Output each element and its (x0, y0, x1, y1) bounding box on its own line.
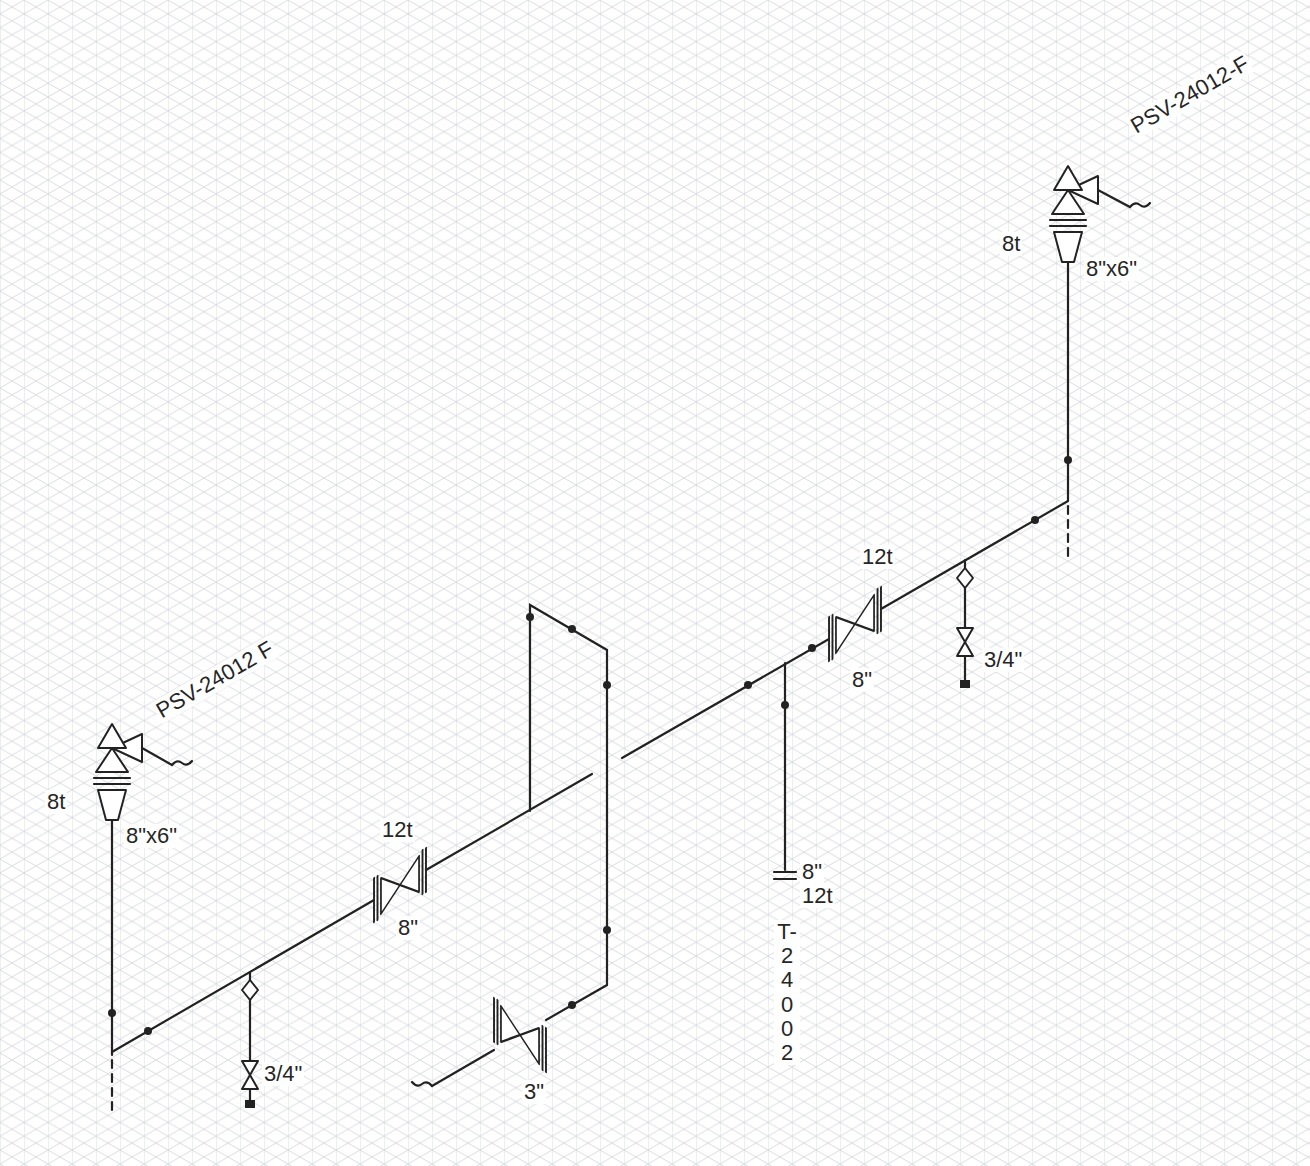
drain-valve (242, 1061, 258, 1075)
size-label: 8"x6" (124, 824, 179, 848)
weld-dot (568, 625, 576, 633)
pipe-branch (432, 1050, 494, 1086)
drain-cap (245, 1100, 255, 1108)
valve-body (855, 595, 874, 642)
weld-dot (568, 1001, 576, 1009)
pipe-run (426, 774, 592, 870)
valve-flange (374, 848, 426, 922)
drain-valve (957, 642, 973, 656)
weld-dot (108, 1009, 116, 1017)
size-label: 8"x6" (1084, 257, 1139, 281)
size-label: 8" (850, 668, 874, 692)
psv-bonnet (98, 724, 126, 748)
size-label: 3" (522, 1080, 546, 1104)
continuation-mark (412, 1082, 432, 1086)
reducer-symbol (1054, 232, 1082, 262)
equipment-tag: T-24002 (774, 920, 800, 1065)
valve-body (501, 1006, 520, 1053)
pipe-run (881, 501, 1068, 609)
pipe-run (622, 639, 829, 758)
weld-dot (1031, 516, 1039, 524)
weld-dot (144, 1027, 152, 1035)
weld-dot (603, 926, 611, 934)
gate-valve (829, 587, 881, 661)
weld-dot (808, 644, 816, 652)
pipe-loop (530, 605, 607, 1020)
valve-body (520, 1017, 539, 1064)
valve-flange (829, 587, 881, 661)
psv-discharge (142, 748, 192, 765)
equipment-tag: PSV-24012-F (1125, 51, 1255, 140)
gate-valve (494, 998, 546, 1072)
size-label: 3/4" (262, 1062, 304, 1086)
drain-valve (957, 628, 973, 642)
psv-discharge (1098, 190, 1150, 207)
drain-cap (960, 680, 970, 688)
valve-body (836, 606, 855, 653)
size-label: 8" (800, 860, 824, 884)
pipe-run (112, 900, 374, 1052)
rating-label: 8t (45, 790, 67, 814)
valve-body (381, 867, 400, 914)
rating-label: 12t (380, 818, 415, 842)
size-label: 3/4" (982, 648, 1024, 672)
hidden-pipe (111, 1060, 113, 1110)
weld-dot (781, 701, 789, 709)
pipe-tee (784, 663, 786, 870)
reducer-symbol (98, 790, 126, 820)
hidden-pipe (1067, 506, 1069, 562)
rating-label: 12t (800, 884, 835, 908)
gate-valve (374, 848, 426, 922)
valve-flange (494, 998, 546, 1072)
weld-dot (526, 613, 534, 621)
weld-dot (1064, 456, 1072, 464)
equipment-tag: PSV-24012 F (151, 636, 280, 724)
weld-dots (108, 456, 1072, 1035)
drain-fitting (957, 568, 973, 588)
size-label: 8" (396, 916, 420, 940)
weld-dot (744, 681, 752, 689)
drain-valve (242, 1075, 258, 1089)
pipe-riser (1067, 262, 1069, 501)
pipe-riser (111, 820, 113, 1055)
drain-fitting (242, 980, 258, 1000)
flange-symbol (774, 872, 796, 879)
weld-dot (603, 681, 611, 689)
rating-label: 12t (860, 545, 895, 569)
rating-label: 8t (1000, 232, 1022, 256)
psv-bonnet (1054, 166, 1082, 190)
valve-body (400, 856, 419, 903)
flange-symbol (94, 778, 130, 784)
flange-symbol (1050, 220, 1086, 226)
